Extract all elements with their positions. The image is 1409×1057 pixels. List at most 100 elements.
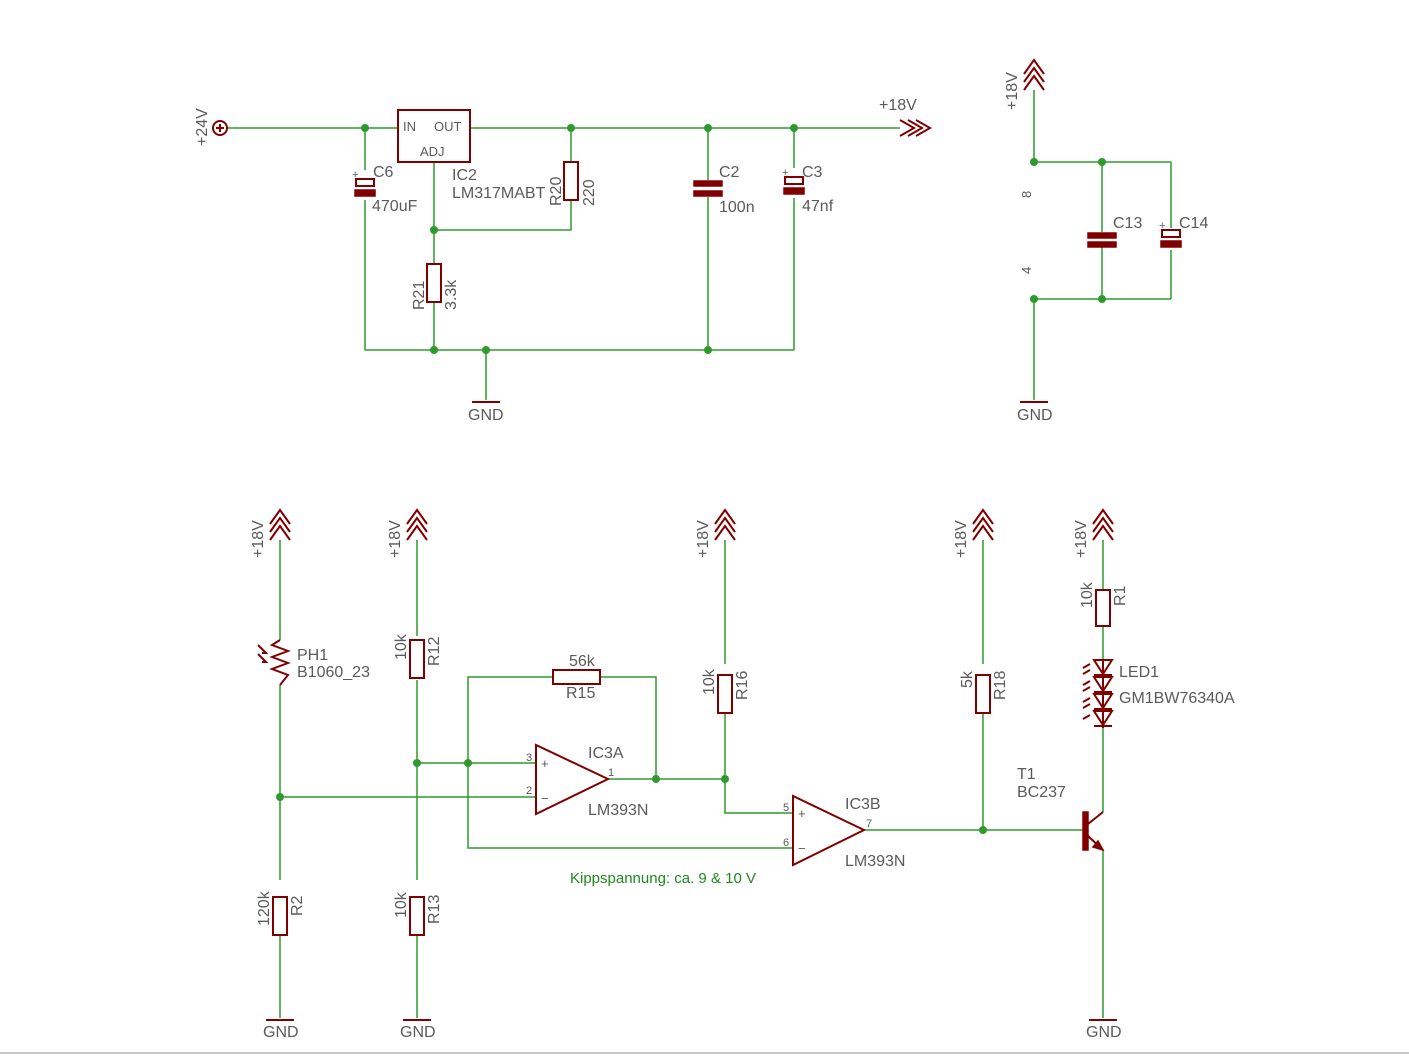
svg-text:C6: C6 <box>373 164 394 181</box>
resistor-r13: 10k R13 <box>393 891 443 936</box>
photoresistor-ph1: PH1 B1060_23 <box>257 639 370 686</box>
svg-text:GND: GND <box>1086 1024 1122 1041</box>
svg-text:3: 3 <box>526 752 532 764</box>
svg-text:+18V: +18V <box>387 520 404 558</box>
svg-text:7: 7 <box>866 818 872 830</box>
svg-text:T1: T1 <box>1017 766 1036 783</box>
svg-text:LM317MABT: LM317MABT <box>452 185 546 202</box>
capacitor-c2: C2 100n <box>693 164 755 216</box>
svg-text:BC237: BC237 <box>1017 784 1066 801</box>
gnd-symbol: GND <box>263 1019 299 1041</box>
svg-text:LM393N: LM393N <box>845 853 905 870</box>
svg-text:R18: R18 <box>992 671 1009 700</box>
svg-text:R16: R16 <box>734 671 751 700</box>
supply-24v-symbol: +24V <box>194 108 228 146</box>
resistor-r1: 10k R1 <box>1079 581 1129 627</box>
junction-dots <box>276 124 1106 834</box>
svg-text:C13: C13 <box>1113 215 1142 232</box>
svg-text:LED1: LED1 <box>1119 664 1159 681</box>
svg-text:−: − <box>541 791 549 806</box>
svg-text:+: + <box>1159 220 1165 232</box>
svg-text:10k: 10k <box>393 891 410 918</box>
svg-text:R20: R20 <box>548 177 565 206</box>
supply-18v-arrow: +18V <box>879 97 933 137</box>
svg-text:C2: C2 <box>719 164 740 181</box>
wires <box>228 90 1172 1018</box>
resistor-r18: 5k R18 <box>959 670 1009 714</box>
svg-text:1: 1 <box>608 767 614 779</box>
capacitor-c14: + C14 <box>1159 215 1208 248</box>
svg-text:GND: GND <box>468 407 504 424</box>
resistor-r20: R20 220 <box>548 161 598 206</box>
gnd-symbol: GND <box>1017 401 1053 424</box>
transistor-t1: T1 BC237 <box>1017 766 1105 852</box>
resistor-r21: R21 3.3k <box>411 263 460 310</box>
svg-text:PH1: PH1 <box>297 647 328 664</box>
comparator-ic3a: + − 3 2 1 IC3A LM393N <box>526 743 648 819</box>
svg-text:47nf: 47nf <box>802 198 834 215</box>
svg-text:GM1BW76340A: GM1BW76340A <box>1119 690 1235 707</box>
svg-text:5k: 5k <box>959 670 976 688</box>
svg-text:120k: 120k <box>256 890 273 926</box>
svg-text:IN: IN <box>403 119 416 134</box>
svg-text:R15: R15 <box>566 685 595 702</box>
resistor-r16: 10k R16 <box>701 668 751 714</box>
led-led1: LED1 GM1BW76340A <box>1082 659 1235 728</box>
svg-text:5: 5 <box>783 802 789 814</box>
svg-text:8: 8 <box>1019 191 1034 198</box>
supply-18v-up: +18V <box>1073 508 1114 558</box>
threshold-note: Kippspannung: ca. 9 & 10 V <box>570 870 756 887</box>
supply-18v-up: +18V <box>695 508 736 558</box>
svg-text:LM393N: LM393N <box>588 802 648 819</box>
svg-text:C14: C14 <box>1179 215 1208 232</box>
svg-text:56k: 56k <box>569 653 596 670</box>
supply-18v-up: +18V <box>1004 58 1045 110</box>
svg-text:ADJ: ADJ <box>420 144 445 159</box>
svg-text:+: + <box>352 169 358 181</box>
svg-text:GND: GND <box>263 1024 299 1041</box>
capacitor-c13: C13 <box>1087 215 1142 248</box>
ic3-power-pins: 8 4 <box>1019 191 1034 274</box>
svg-text:OUT: OUT <box>434 119 462 134</box>
svg-text:+: + <box>782 167 788 179</box>
svg-text:+: + <box>798 806 806 821</box>
svg-text:10k: 10k <box>701 668 718 695</box>
svg-text:B1060_23: B1060_23 <box>297 664 370 681</box>
supply-18v-up: +18V <box>953 508 994 558</box>
svg-text:R12: R12 <box>426 637 443 666</box>
svg-text:R1: R1 <box>1112 585 1129 606</box>
svg-text:220: 220 <box>581 179 598 206</box>
svg-text:IC3B: IC3B <box>845 796 881 813</box>
gnd-symbol: GND <box>400 1019 436 1041</box>
svg-text:470uF: 470uF <box>372 198 418 215</box>
svg-text:100n: 100n <box>719 199 755 216</box>
svg-text:+18V: +18V <box>879 97 917 114</box>
svg-text:R13: R13 <box>426 895 443 924</box>
svg-text:+24V: +24V <box>194 108 211 146</box>
bottom-rule <box>0 1052 1409 1054</box>
svg-text:R2: R2 <box>289 895 306 916</box>
svg-text:10k: 10k <box>393 633 410 660</box>
supply-18v-up: +18V <box>387 508 428 558</box>
svg-text:2: 2 <box>526 785 532 797</box>
resistor-r15: 56k R15 <box>552 653 601 702</box>
svg-text:+18V: +18V <box>1073 520 1090 558</box>
svg-text:−: − <box>798 841 806 856</box>
resistor-r12: 10k R12 <box>393 633 443 679</box>
svg-text:+18V: +18V <box>953 520 970 558</box>
svg-text:C3: C3 <box>802 164 823 181</box>
supply-18v-up: +18V <box>250 508 291 558</box>
svg-text:+18V: +18V <box>1004 72 1021 110</box>
svg-text:IC3A: IC3A <box>588 745 624 762</box>
svg-text:6: 6 <box>783 837 789 849</box>
resistor-r2: 120k R2 <box>256 890 306 936</box>
svg-text:+18V: +18V <box>695 520 712 558</box>
svg-text:3.3k: 3.3k <box>443 279 460 310</box>
svg-text:4: 4 <box>1019 267 1034 274</box>
gnd-symbol: GND <box>1086 1019 1122 1041</box>
capacitor-c3: + C3 47nf <box>782 164 834 215</box>
svg-text:+18V: +18V <box>250 520 267 558</box>
svg-text:GND: GND <box>1017 407 1053 424</box>
svg-text:GND: GND <box>400 1024 436 1041</box>
